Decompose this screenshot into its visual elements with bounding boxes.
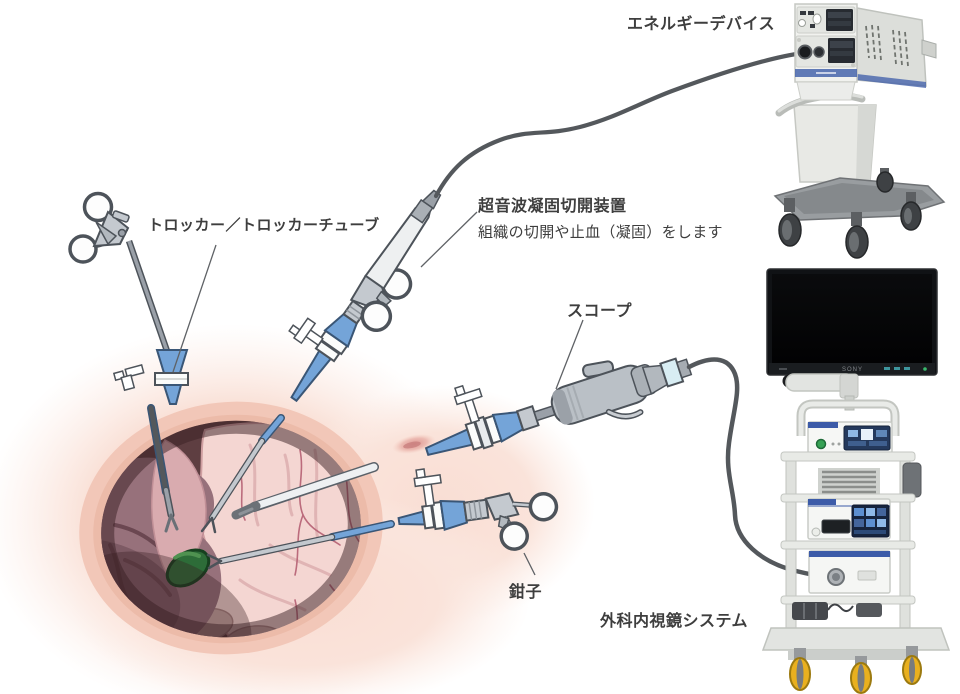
handle-ring <box>528 492 559 522</box>
energy-device-cable <box>433 50 806 199</box>
scope-shaft <box>231 462 379 520</box>
label-scope: スコープ <box>567 303 633 320</box>
instrument-socket <box>797 44 813 60</box>
endoscope-system-cart: SONY <box>761 268 951 694</box>
leader-ultrasonic <box>420 211 478 268</box>
light-source-unit <box>808 550 891 594</box>
leader-lines <box>172 211 584 576</box>
label-endoscope-system: 外科内視鏡システム <box>600 613 749 630</box>
label-trocar: トロッカー／トロッカーチューブ <box>148 217 380 234</box>
label-forceps: 鉗子 <box>509 584 543 601</box>
abdominal-opening <box>79 401 383 655</box>
media-slot <box>821 519 851 534</box>
stopcock <box>112 364 145 392</box>
stopcock <box>453 384 483 424</box>
camera-control-unit <box>807 421 893 454</box>
handle-ring <box>360 300 393 333</box>
stopcock <box>413 468 442 507</box>
scope-incision <box>392 434 436 454</box>
handle-ring <box>499 521 529 551</box>
monitor-brand: SONY <box>842 367 863 373</box>
forceps-instrument <box>397 468 559 551</box>
monitor-screen <box>772 274 932 363</box>
monitor: SONY <box>766 268 938 376</box>
cart-casters <box>778 168 922 259</box>
generator-unit <box>794 3 937 101</box>
label-ultrasonic-device: 超音波凝固切開装置 <box>478 198 627 215</box>
inserted-instrument-shafts <box>147 404 395 570</box>
ultrasonic-shaft <box>200 414 285 534</box>
footswitch <box>792 602 882 620</box>
leader-trocar <box>172 244 217 373</box>
video-processor-unit <box>807 498 891 540</box>
ultrasonic-device <box>288 189 442 403</box>
laparoscope <box>424 357 693 456</box>
vent-panel <box>818 468 880 496</box>
leader-scope <box>555 319 584 390</box>
yellow-casters <box>789 646 922 694</box>
grasper-shaft-left <box>147 404 179 533</box>
power-button <box>815 438 827 450</box>
handle-ring <box>82 191 114 223</box>
trocar-instrument <box>68 191 189 405</box>
label-energy-device: エネルギーデバイス <box>627 16 776 33</box>
grasper-shaft-right <box>206 520 395 570</box>
label-ultrasonic-description: 組織の切開や止血（凝固）をします <box>478 224 723 241</box>
side-vents <box>865 24 909 67</box>
side-accessory <box>902 462 922 498</box>
stopcock <box>288 317 324 347</box>
leader-forceps <box>523 552 536 576</box>
handle-ring <box>68 234 98 264</box>
energy-device-cart <box>773 3 946 259</box>
